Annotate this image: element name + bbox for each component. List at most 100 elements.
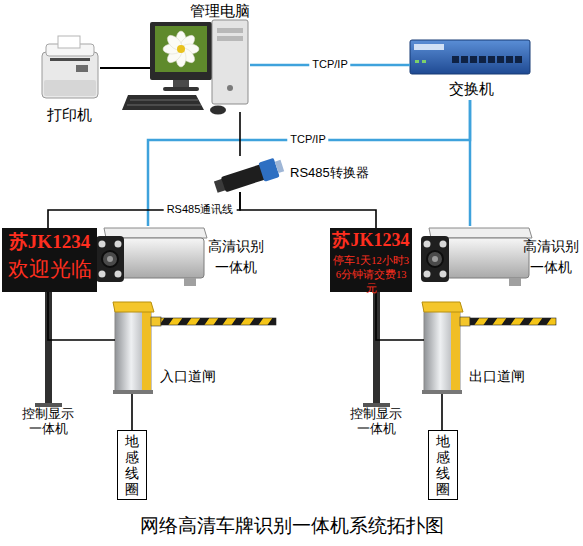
monitor-base (163, 87, 199, 91)
connector-line (48, 192, 240, 228)
printer-paper (58, 36, 80, 48)
flower-petal (165, 33, 185, 53)
loop-detector: 地感线圈 (117, 430, 147, 500)
figure-caption: 网络高清车牌识别一体机系统拓扑图 (0, 515, 583, 538)
connector-line (148, 100, 470, 226)
computer-node-text: 管理电脑 (188, 2, 252, 20)
network-port (488, 56, 495, 63)
display-pole (45, 292, 52, 404)
cabinet-base (113, 390, 153, 394)
printer-body (42, 52, 98, 98)
ir-led (424, 271, 431, 278)
paper-slot (50, 58, 90, 61)
network-port (470, 56, 477, 63)
ir-led (115, 241, 122, 248)
camera-front (96, 236, 124, 282)
loop-detector-text: 地感线圈 (124, 434, 140, 498)
converter-body (221, 164, 266, 192)
barrier-gate: 入口道闸 (115, 298, 278, 394)
connector-line (48, 292, 115, 340)
monitor-screen (155, 26, 207, 72)
camera-mount (509, 278, 521, 286)
led-display: 苏JK1234 欢迎光临 (2, 228, 97, 292)
connector-line (239, 112, 241, 156)
connector-line (376, 292, 424, 340)
barrier-arm (161, 318, 276, 325)
arm-hub (151, 317, 161, 326)
connector-line (131, 394, 133, 430)
switch-node-text: 交换机 (440, 80, 502, 98)
switch-badge (414, 44, 444, 50)
connector-label: RS485通讯线 (164, 203, 237, 216)
camera-unit-text: 高清识别 一体机 (520, 236, 582, 278)
converter-device (213, 156, 286, 197)
led-display-text: 苏JK1234 (2, 231, 97, 254)
led-display: 苏JK1234停车1天12小时36分钟请交费13元 (330, 228, 412, 292)
monitor-frame (150, 22, 212, 80)
device-label: 控制显示 一体机 (19, 407, 77, 437)
exit-cabinet (422, 302, 463, 394)
connector-label: TCP/IP (309, 58, 350, 71)
ir-led (115, 271, 122, 278)
ir-led (99, 241, 106, 248)
connector-label: TCP/IP (287, 133, 328, 146)
key-row (127, 105, 201, 106)
power-button (227, 85, 233, 91)
pc-tower (212, 20, 248, 104)
cabinet-cap (113, 302, 154, 312)
mouse (210, 106, 226, 115)
barrier-gate-text: 入口道闸 (160, 368, 230, 385)
connector-line (469, 100, 472, 226)
pole-base (35, 403, 62, 407)
pole-base (363, 403, 390, 407)
camera-lens (427, 251, 443, 267)
status-led (422, 60, 426, 63)
connector-line (100, 67, 150, 69)
cabinet-base (422, 390, 462, 394)
converter-node: RS485转换器 (214, 156, 390, 192)
network-port (506, 56, 513, 63)
ir-led (440, 241, 447, 248)
printer-front (44, 80, 96, 96)
converter-node-text: RS485转换器 (290, 165, 390, 181)
lens-glass (432, 256, 438, 262)
keyboard (122, 95, 204, 110)
led-display-text: 欢迎光临 (2, 257, 97, 282)
camera-front (421, 236, 449, 282)
camera-housing (112, 238, 204, 278)
cabinet-stripe (451, 312, 460, 392)
network-port (461, 56, 468, 63)
barrier-cabinet (115, 304, 151, 392)
network-port (497, 56, 504, 63)
connector-line (240, 192, 376, 228)
camera-mount (184, 278, 196, 286)
network-port (452, 56, 459, 63)
loop-detector-text: 地感线圈 (435, 434, 451, 498)
network-port (479, 56, 486, 63)
barrier-cabinet (424, 304, 460, 392)
status-led (415, 60, 419, 63)
camera-left (96, 228, 207, 286)
camera-housing (437, 238, 529, 278)
ir-led (424, 241, 431, 248)
camera-unit: 高清识别 一体机 (95, 226, 267, 288)
cabinet-cap (422, 302, 463, 312)
drive-bay (217, 36, 243, 41)
camera-unit-text: 高清识别 一体机 (205, 236, 267, 278)
device-label: 控制显示 一体机 (347, 407, 405, 437)
barrier-gate-text: 出口道闸 (469, 368, 539, 385)
barrier-gate: 出口道闸 (424, 298, 558, 394)
arm-hub (460, 317, 470, 326)
loop-detector: 地感线圈 (428, 430, 458, 500)
monitor-stand (173, 80, 189, 88)
computer-node: 管理电脑 (150, 0, 250, 112)
barrier-arm (470, 318, 556, 325)
camera-right (421, 228, 532, 286)
switch-node: 交换机 (410, 38, 532, 100)
ir-led (440, 271, 447, 278)
printer-node-text: 打印机 (38, 106, 100, 124)
printer-button (76, 65, 88, 72)
cabinet-stripe (142, 312, 151, 392)
